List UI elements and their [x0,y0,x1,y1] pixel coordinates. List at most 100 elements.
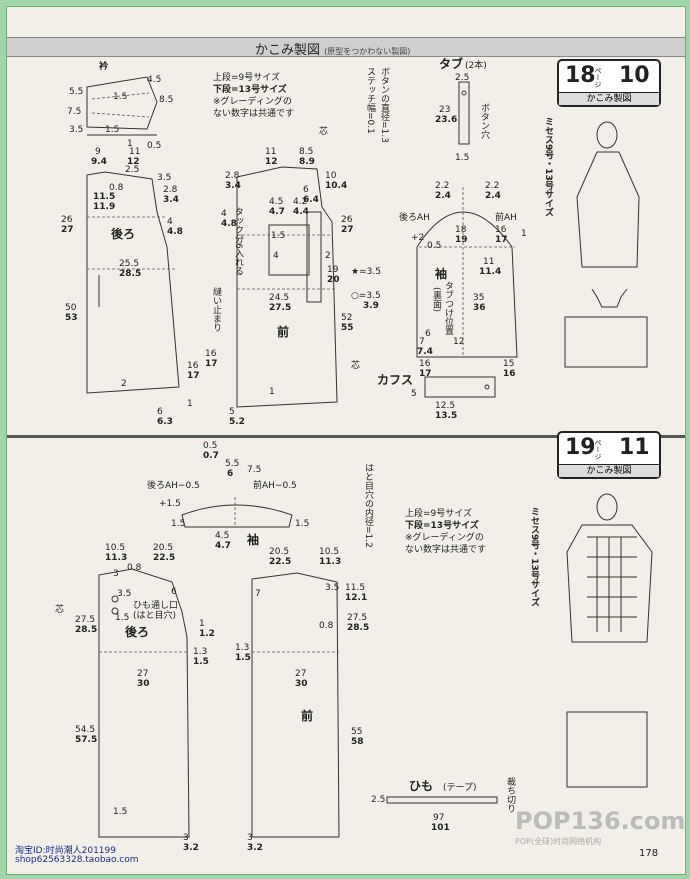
tab-pos-note: タブつけ位置 [443,281,453,335]
bottom-badge-unit: ページ [594,439,602,460]
hatome-note: はと目穴の内径=1.2 [363,463,373,548]
dim-f24: 24.5 [269,293,290,303]
dim-k1: 12.5 [435,401,456,411]
dim-f22: 19 [327,265,339,275]
button-note: ボタンの直径=1.3 [379,67,389,143]
dim-h3: 101 [431,823,450,833]
dim-f13: 4.2 [293,197,308,207]
bottom-himo-label-2: (はと目穴) [133,611,177,621]
circle-note-13: 3.9 [363,301,379,311]
shop-id: 淘宝ID:时尚潮人201199 [15,846,116,856]
dim-c12: 11 [129,147,141,157]
dim-e8: 1 [199,619,205,629]
dim-f10: 6.4 [303,195,319,205]
dim-d8: 11.3 [319,557,342,567]
dim-h1: 2.5 [371,795,386,805]
tie-tape: (テープ) [443,783,477,793]
dim-f21: 2 [325,251,331,261]
dim-d1: 10.5 [105,543,126,553]
dim-s19: 17 [419,369,432,379]
dim-d2: 11.3 [105,553,128,563]
dim-f26: 52 [341,313,353,323]
dim-e14: 54.5 [75,725,96,735]
dim-f29: 5.2 [229,417,245,427]
top-back-pattern [86,171,180,394]
top-badge-unit: ページ [594,67,602,88]
top-size-note-3: ※グレーディングの [213,97,292,107]
bottom-misses-size: ミセス9号・13号サイズ [529,507,539,607]
dim-b9: 27 [61,225,74,235]
bottom-badge-caption: かこみ製図 [559,464,659,477]
bottom-himo-label: ひも通し口 [133,601,179,611]
dim-e3: 3.5 [117,589,132,599]
btn-hole-note: ボタン穴 [479,103,489,139]
bottom-size-note-4: ない数字は共通です [405,545,487,555]
dim-s12: 35 [473,293,485,303]
shop-url[interactable]: shop62563328.taobao.com [15,855,139,865]
dim-e4: 6 [171,587,177,597]
dim-b13: 28.5 [119,269,142,279]
dim-a6: 1.5 [295,519,310,529]
dim-b12: 25.5 [119,259,140,269]
tie-pattern [386,796,498,804]
bottom-page-badge: 19 ページ 11 かこみ製図 [557,431,661,479]
cut-note: 裁ち切り [505,777,515,813]
stitch-note: ステッチ幅=0.1 [365,67,375,134]
dim-c11: 9.4 [91,157,107,167]
dim-g14: 3 [247,833,253,843]
dim-f23: 20 [327,275,340,285]
dim-b5: 11.9 [93,202,116,212]
dim-c8: 1 [127,139,133,149]
dim-f7: 10 [325,171,337,181]
bottom-size-note-3: ※グレーディングの [405,533,484,543]
top-front-pattern [236,166,338,408]
dim-g8: 1.3 [235,643,250,653]
page-scan: かこみ製図 (原型をつかわない製図) [6,6,686,875]
bottom-back-pattern [98,568,190,838]
bottom-model-illustration [566,493,653,788]
circle-note: ○=3.5 [351,291,381,301]
dim-e7: 28.5 [75,625,98,635]
dim-s4: 2.4 [485,191,501,201]
dim-b6: 2.8 [163,185,178,195]
dim-f3: 8.5 [299,147,314,157]
dim-b3: 0.8 [109,183,124,193]
header-title: かこみ製図 (原型をつかわない製図) [255,39,410,58]
top-badge-page: 18 [565,63,596,88]
dim-c10: 9 [95,147,101,157]
dim-s15: 7.4 [417,347,433,357]
dim-s13: 36 [473,303,486,313]
bottom-badge-num: 11 [619,435,650,460]
dim-b17: 17 [187,371,200,381]
front-ah: 前AH [495,213,517,223]
dim-f9: 6 [303,185,309,195]
dim-f5: 2.8 [225,171,240,181]
dim-g7: 28.5 [347,623,370,633]
dim-g3: 12.1 [345,593,368,603]
top-badge-num: 10 [619,63,650,88]
dim-a10: 1.5 [171,519,186,529]
dim-e15: 57.5 [75,735,98,745]
top-page-badge: 18 ページ 10 かこみ製図 [557,59,661,107]
dim-c3: 1.5 [113,92,128,102]
dim-b2: 3.5 [157,173,172,183]
top-size-note-1: 上段=9号サイズ [213,73,280,83]
tab-pos-note-2: (裏面) [431,287,441,313]
dim-a8: 4.7 [215,541,231,551]
watermark-logo: POP136.com [515,807,686,835]
dim-f32: 17 [205,359,218,369]
dim-s6: 19 [455,235,468,245]
dim-g11: 30 [295,679,308,689]
bottom-front-pattern [251,572,340,838]
dim-f30: 1 [269,387,275,397]
dim-c13: 12 [127,157,140,167]
dim-e1: 3 [113,569,119,579]
top-shin-mark: 芯 [319,127,329,137]
top-back-label: 後ろ [111,227,136,241]
dim-c5: 8.5 [159,95,174,105]
dim-f31: 16 [205,349,217,359]
dim-a2: 0.7 [203,451,219,461]
collar-pattern [86,76,158,136]
section-divider [7,435,685,438]
dim-f12: 4.7 [269,207,285,217]
